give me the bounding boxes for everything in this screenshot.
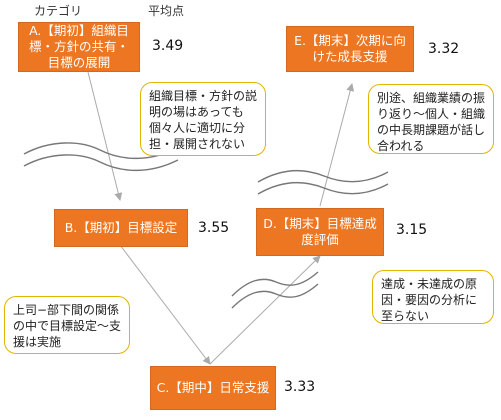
arrow-a-to-b: [87, 71, 123, 201]
box-e-growth-support: E.【期末】次期に向けた成長支援: [286, 26, 414, 72]
box-b-label: B.【期初】目標設定: [64, 220, 178, 235]
box-d-label: D.【期末】目標達成度評価: [263, 216, 377, 247]
score-a: 3.49: [152, 38, 184, 54]
callout-cd: 達成・未達成の原因・要因の分析に至らない: [372, 270, 494, 324]
average-header: 平均点: [148, 4, 185, 18]
box-e-label: E.【期末】次期に向けた成長支援: [294, 33, 406, 64]
arrow-d-to-e: [319, 83, 355, 207]
box-a-label: A.【期初】組織目標・方針の共有・目標の展開: [28, 23, 129, 70]
box-a-org-goals: A.【期初】組織目標・方針の共有・目標の展開: [18, 22, 140, 72]
score-b: 3.55: [198, 220, 230, 236]
box-b-goal-setting: B.【期初】目標設定: [54, 209, 188, 247]
break-mark-ab: [23, 142, 179, 172]
arrow-c-to-d: [209, 255, 321, 365]
arrow-b-to-c: [119, 244, 211, 365]
score-e: 3.32: [428, 41, 460, 57]
box-d-achievement-eval: D.【期末】目標達成度評価: [256, 208, 384, 256]
callout-bc: 上司−部下間の関係の中で目標設定～支援は実施: [4, 296, 130, 354]
box-c-daily-support: C.【期中】日常支援: [150, 366, 276, 410]
score-d: 3.15: [396, 222, 428, 238]
box-c-label: C.【期中】日常支援: [156, 380, 270, 395]
score-c: 3.33: [284, 379, 316, 395]
category-header: カテゴリ: [34, 4, 83, 18]
break-mark-cd: [231, 271, 319, 309]
callout-de: 別途、組織業績の振り返り～個人・組織の中長期課題が話し合われる: [368, 84, 494, 154]
callout-ab: 組織目標・方針の説明の場はあっても個々人に適切に分担・展開されない: [140, 82, 266, 156]
break-mark-de: [257, 169, 389, 195]
